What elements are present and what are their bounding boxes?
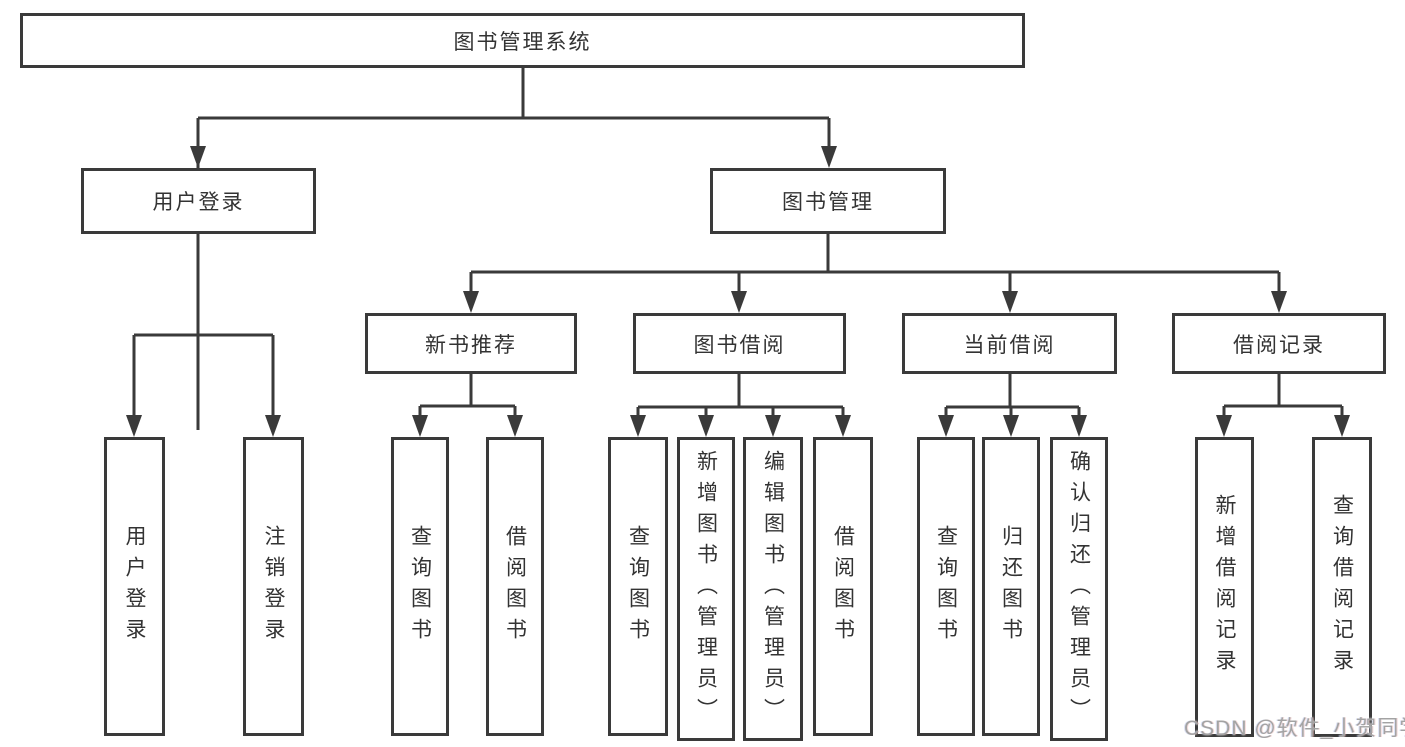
arrow-down-icon — [1271, 291, 1287, 313]
node-book-borrow-label: 图书借阅 — [693, 333, 786, 357]
leaf-add-borrow-record: 新增借阅记录 — [1195, 437, 1254, 737]
leaf-user-login-label: 用户登录 — [123, 524, 146, 649]
node-current-borrow: 当前借阅 — [902, 313, 1117, 374]
arrow-down-icon — [765, 415, 781, 437]
arrow-down-icon — [126, 415, 142, 437]
arrow-down-icon — [938, 415, 954, 437]
arrow-down-icon — [731, 291, 747, 313]
arrow-down-icon — [835, 415, 851, 437]
leaf-edit-book-admin-label: 编辑图书（管理员） — [761, 449, 785, 729]
node-borrow-records: 借阅记录 — [1172, 313, 1386, 374]
node-root-label: 图书管理系统 — [453, 30, 592, 54]
leaf-return-books-label: 归还图书 — [999, 524, 1023, 649]
leaf-logout: 注销登录 — [243, 437, 304, 736]
node-borrow-records-label: 借阅记录 — [1233, 333, 1325, 357]
leaf-current-query-books: 查询图书 — [917, 437, 975, 736]
arrow-down-icon — [1002, 291, 1018, 313]
leaf-newbook-query-books-label: 查询图书 — [408, 524, 432, 649]
arrow-down-icon — [630, 415, 646, 437]
node-book-management: 图书管理 — [710, 168, 946, 234]
node-book-borrow: 图书借阅 — [633, 313, 846, 374]
arrow-down-icon — [412, 415, 428, 437]
arrow-down-icon — [190, 146, 206, 168]
node-current-borrow-label: 当前借阅 — [963, 333, 1056, 357]
leaf-newbook-borrow-books-label: 借阅图书 — [503, 524, 527, 649]
connector-borrow-to-leaves — [630, 374, 851, 437]
leaf-query-borrow-record: 查询借阅记录 — [1312, 437, 1372, 737]
arrow-down-icon — [1334, 415, 1350, 437]
connector-current-to-leaves — [938, 374, 1087, 437]
arrow-down-icon — [507, 415, 523, 437]
leaf-confirm-return-admin: 确认归还（管理员） — [1050, 437, 1108, 741]
leaf-add-borrow-record-label: 新增借阅记录 — [1213, 494, 1236, 680]
connector-root-to-level2 — [190, 68, 837, 430]
node-root: 图书管理系统 — [20, 13, 1025, 68]
connector-newbook-to-leaves — [412, 374, 523, 437]
leaf-query-borrow-record-label: 查询借阅记录 — [1330, 494, 1354, 680]
leaf-user-login: 用户登录 — [104, 437, 165, 736]
leaf-add-book-admin-label: 新增图书（管理员） — [694, 449, 718, 729]
leaf-borrow-query-books: 查询图书 — [608, 437, 668, 736]
arrow-down-icon — [1003, 415, 1019, 437]
leaf-current-query-books-label: 查询图书 — [934, 524, 958, 649]
csdn-watermark: CSDN @软件_小贺同学 — [1184, 717, 1405, 740]
leaf-return-books: 归还图书 — [982, 437, 1040, 736]
leaf-logout-label: 注销登录 — [262, 524, 285, 649]
leaf-newbook-borrow-books: 借阅图书 — [486, 437, 544, 736]
leaf-borrow-borrow-books: 借阅图书 — [813, 437, 873, 736]
arrow-down-icon — [821, 146, 837, 168]
arrow-down-icon — [463, 291, 479, 313]
connector-records-to-leaves — [1216, 374, 1350, 437]
leaf-newbook-query-books: 查询图书 — [391, 437, 449, 736]
arrow-down-icon — [1071, 415, 1087, 437]
node-user-login: 用户登录 — [81, 168, 316, 234]
leaf-edit-book-admin: 编辑图书（管理员） — [743, 437, 803, 741]
connector-userlogin-to-leaves — [126, 234, 281, 437]
arrow-down-icon — [698, 415, 714, 437]
leaf-borrow-borrow-books-label: 借阅图书 — [831, 524, 855, 649]
leaf-confirm-return-admin-label: 确认归还（管理员） — [1067, 449, 1091, 729]
node-user-login-label: 用户登录 — [152, 191, 245, 214]
node-new-book-recommend: 新书推荐 — [365, 313, 577, 374]
connector-bookmgmt-to-level3 — [463, 234, 1287, 313]
arrow-down-icon — [1216, 415, 1232, 437]
node-new-book-recommend-label: 新书推荐 — [425, 333, 517, 357]
arrow-down-icon — [265, 415, 281, 437]
leaf-add-book-admin: 新增图书（管理员） — [677, 437, 735, 741]
leaf-borrow-query-books-label: 查询图书 — [626, 524, 650, 649]
node-book-management-label: 图书管理 — [782, 191, 874, 214]
